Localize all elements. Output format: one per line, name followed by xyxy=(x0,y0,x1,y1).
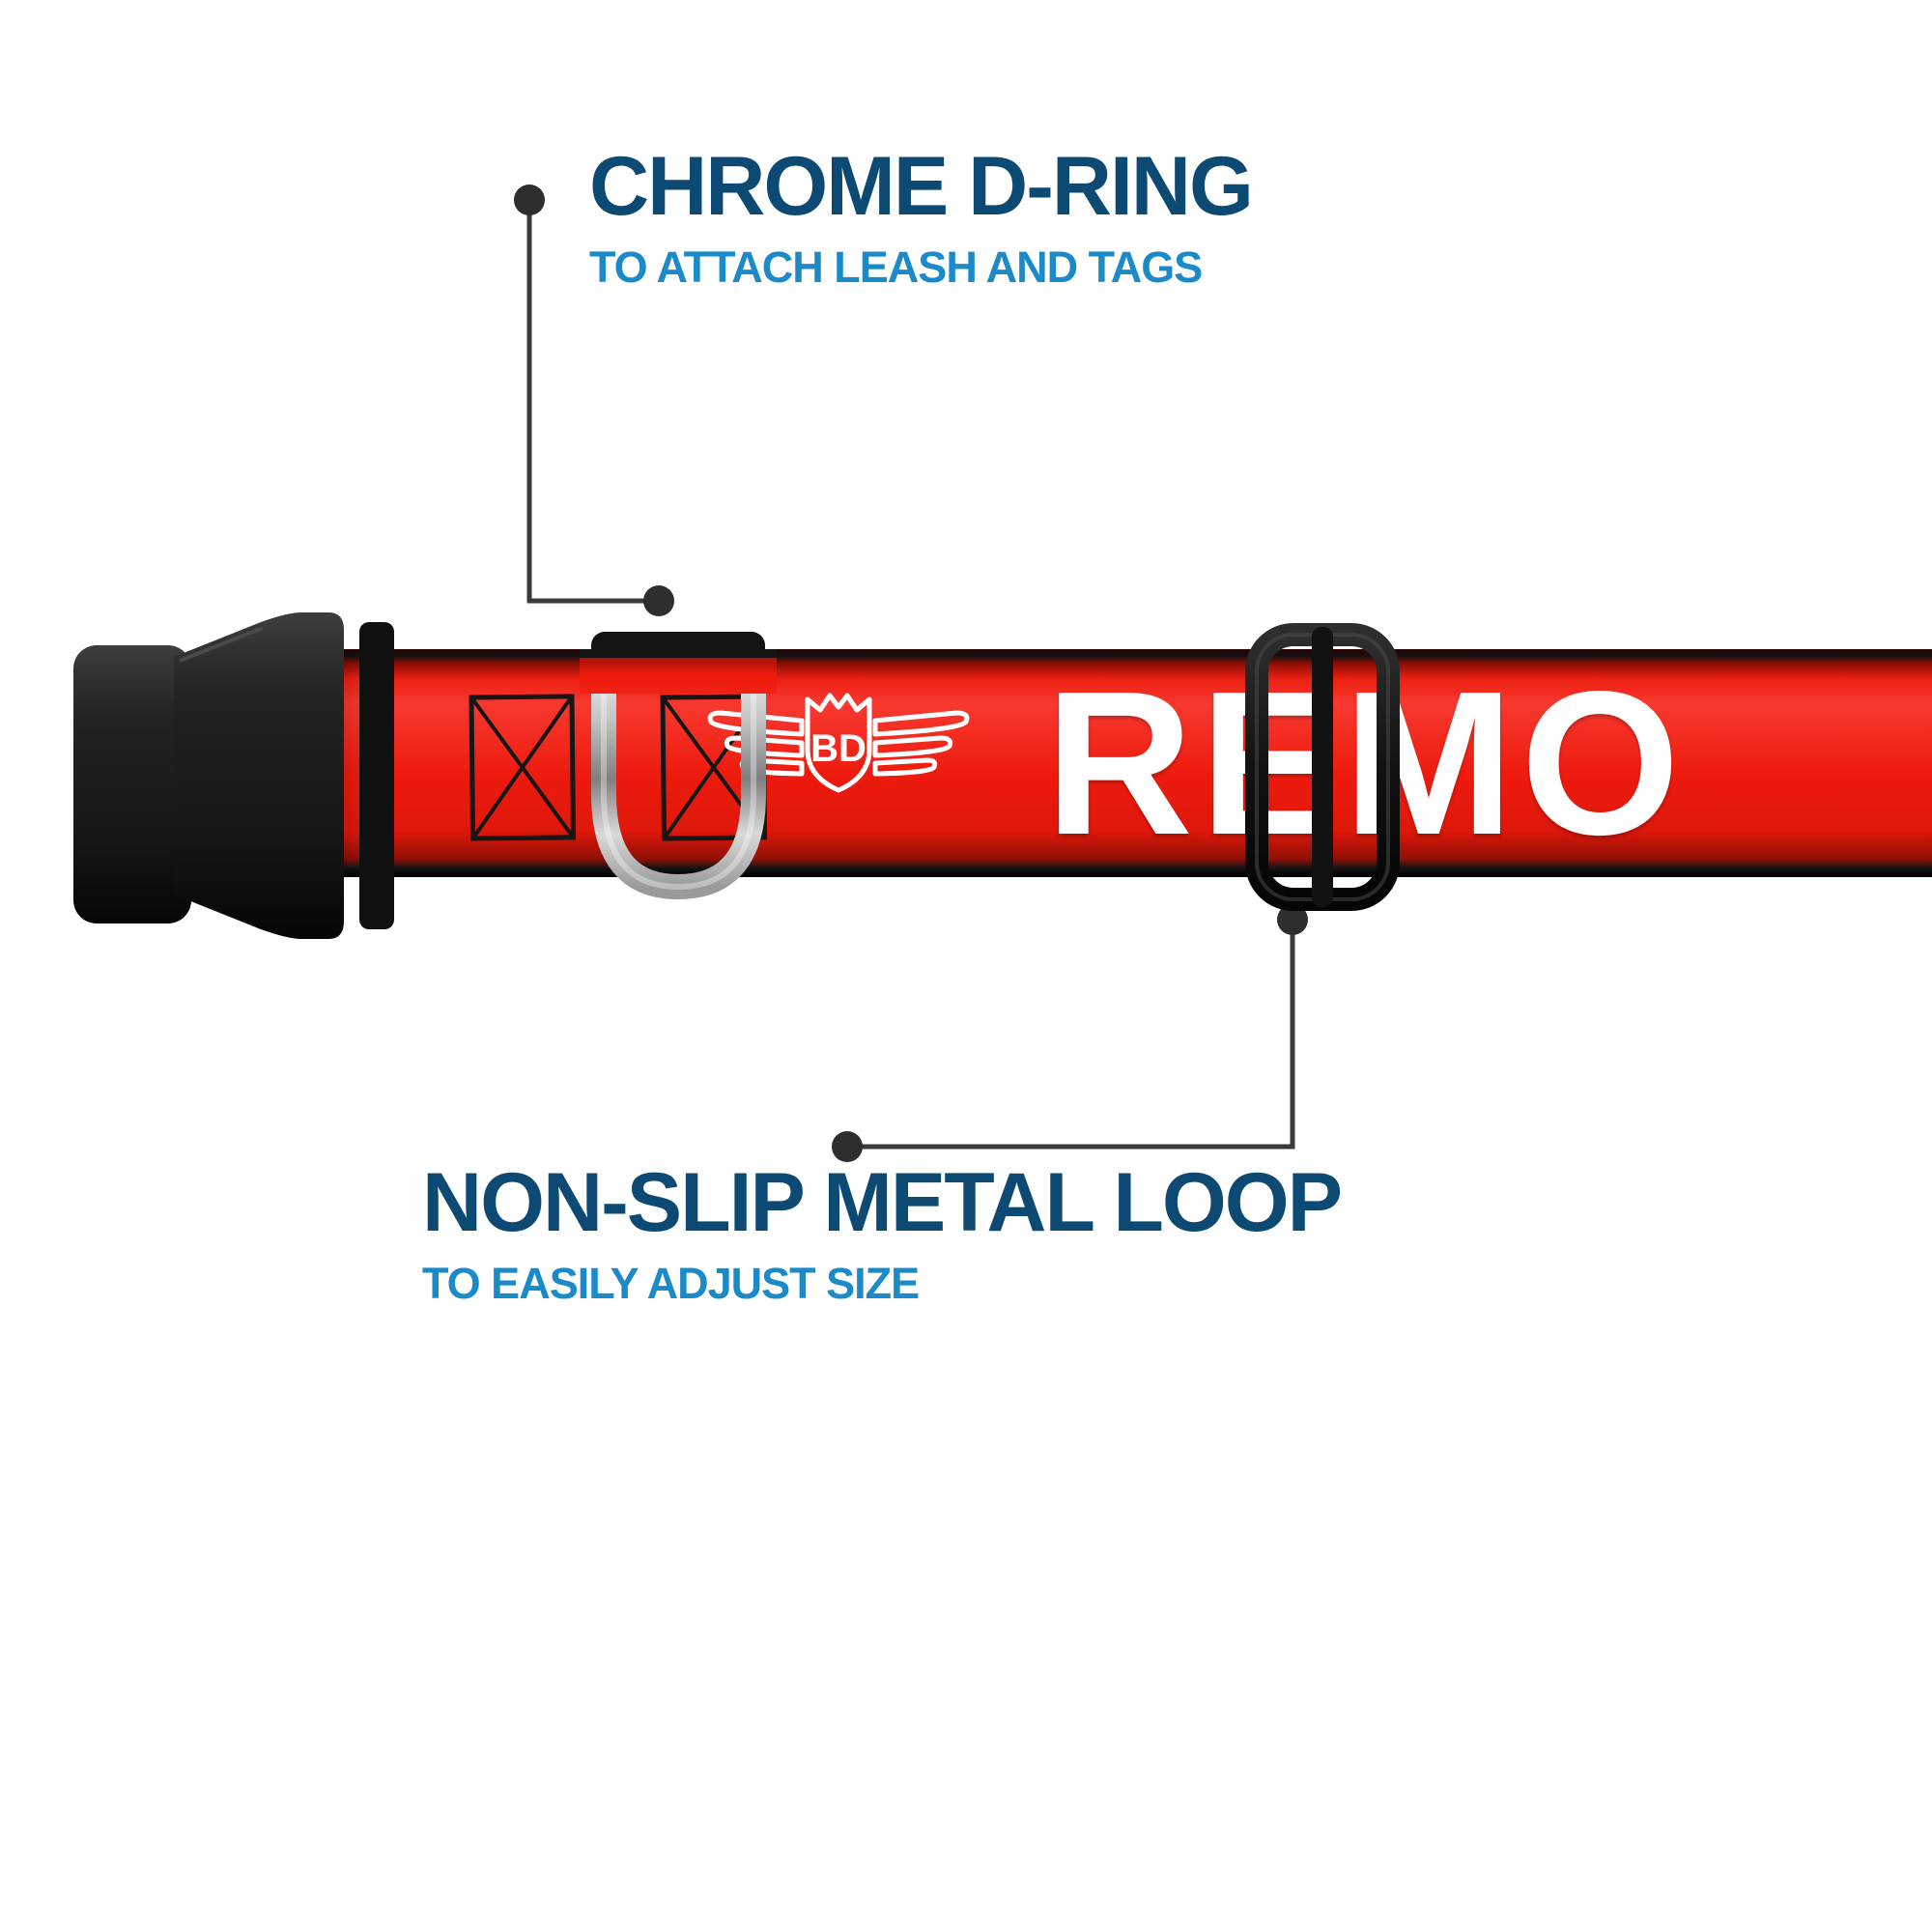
d-ring-title: CHROME D-RING xyxy=(589,140,1254,233)
stitch-box-left xyxy=(469,694,577,841)
metal-loop-subtitle: TO EASILY ADJUST SIZE xyxy=(422,1258,920,1308)
callout-metal-loop: NON-SLIP METAL LOOP TO EASILY ADJUST SIZ… xyxy=(422,1156,1343,1308)
logo-left-wing xyxy=(707,710,805,737)
d-ring-leader-dot-top xyxy=(514,185,545,215)
logo-right-wing xyxy=(872,710,970,777)
logo-shield xyxy=(805,693,872,793)
callout-d-ring: CHROME D-RING TO ATTACH LEASH AND TAGS xyxy=(589,140,1254,292)
d-ring-leader-dot-bottom xyxy=(643,585,674,616)
side-release-buckle-icon xyxy=(73,612,394,939)
slide-loop-center-bar xyxy=(1312,627,1333,907)
d-ring-subtitle: TO ATTACH LEASH AND TAGS xyxy=(589,242,1203,292)
buckle-strap-bar xyxy=(359,622,394,929)
winged-shield-logo-icon: BD xyxy=(707,693,970,793)
metal-loop-title: NON-SLIP METAL LOOP xyxy=(422,1156,1343,1249)
buckle-tip xyxy=(73,645,191,923)
webbing-printed-text: REMO xyxy=(1045,648,1687,877)
metal-slide-loop-icon xyxy=(1245,623,1400,911)
buckle-body xyxy=(174,612,344,939)
webbing-fold-over-d-ring xyxy=(580,649,777,694)
metal-loop-leader-line xyxy=(847,920,1295,1150)
logo-monogram: BD xyxy=(810,727,867,770)
